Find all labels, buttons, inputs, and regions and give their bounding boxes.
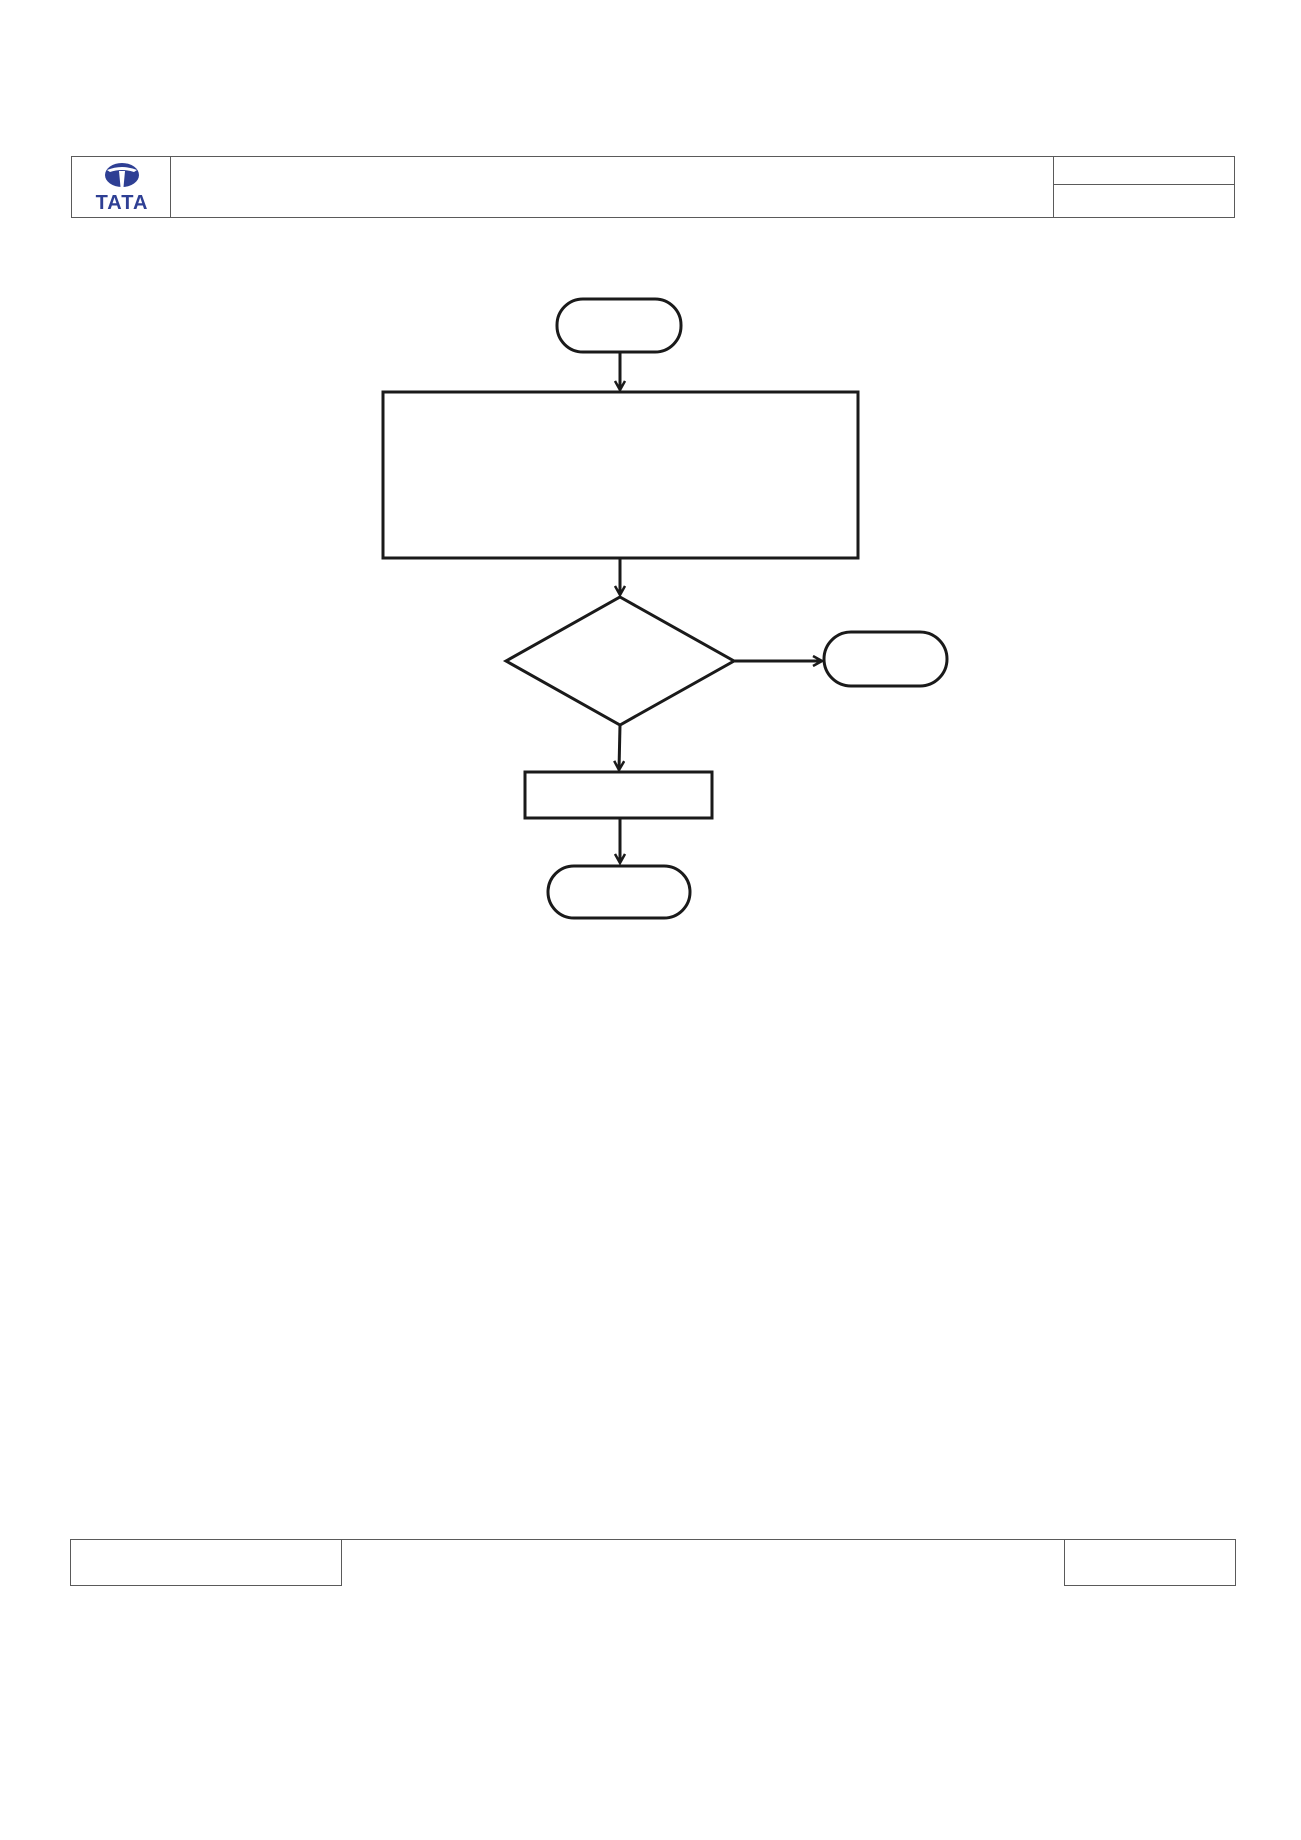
step-box xyxy=(523,770,714,820)
header-meta-top xyxy=(1054,157,1234,185)
end-terminal xyxy=(546,864,692,920)
footer-right-cell xyxy=(1064,1539,1236,1586)
header-title-cell xyxy=(171,157,1054,217)
decision-diamond xyxy=(502,595,738,727)
side-terminal xyxy=(822,630,949,688)
header-meta-bottom xyxy=(1054,185,1234,217)
document-footer xyxy=(70,1539,1236,1586)
process-box xyxy=(381,390,860,560)
tata-logo: TATA xyxy=(96,163,149,214)
footer-rule xyxy=(341,1539,1135,1540)
arrow-decision-to-step xyxy=(619,724,620,770)
start-terminal xyxy=(555,297,683,354)
footer-left-cell xyxy=(70,1539,342,1586)
logo-cell: TATA xyxy=(72,157,171,217)
document-header: TATA xyxy=(71,156,1235,218)
svg-text:TATA: TATA xyxy=(96,192,149,214)
